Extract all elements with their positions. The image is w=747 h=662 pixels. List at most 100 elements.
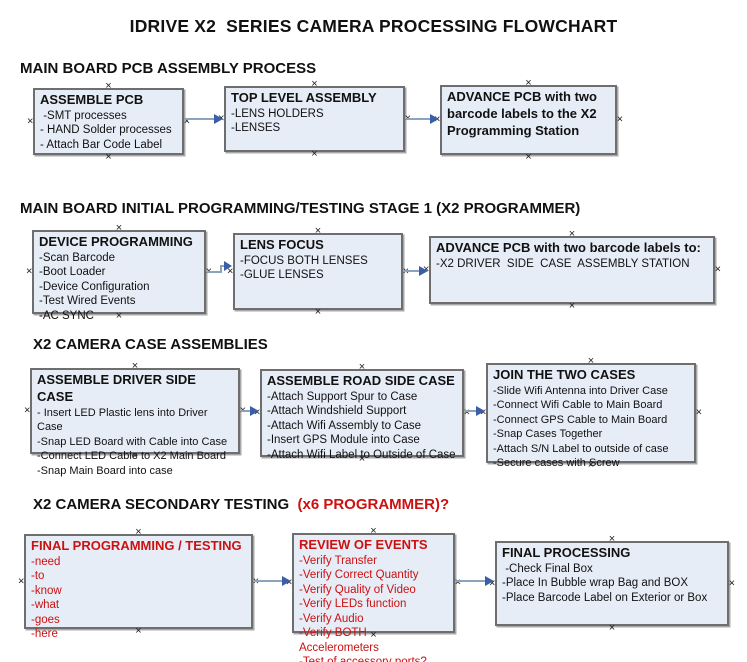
section-header-text: X2 CAMERA CASE ASSEMBLIES bbox=[33, 336, 268, 353]
connector-handle-right bbox=[696, 408, 702, 419]
box-item-line: -Verify LEDs function bbox=[299, 598, 407, 611]
box-item-line: - HAND Solder processes bbox=[40, 124, 172, 137]
flow-box-assemble-road-side-case: ASSEMBLE ROAD SIDE CASE -Attach Support … bbox=[260, 369, 464, 461]
flow-arrow bbox=[184, 114, 223, 124]
section-header-initial-programming: MAIN BOARD INITIAL PROGRAMMING/TESTING S… bbox=[20, 200, 580, 217]
box-item-line: -Insert GPS Module into Case bbox=[267, 434, 420, 447]
box-item-line: -Attach Windshield Support bbox=[267, 405, 407, 418]
box-items: -Attach Support Spur to Case -Attach Wind… bbox=[267, 390, 458, 463]
box-item-line: -need bbox=[31, 555, 61, 568]
box-item-line: -Attach Wifi Assembly to Case bbox=[267, 419, 422, 432]
box-item-line: -Check Final Box bbox=[502, 562, 593, 575]
box-items: - Insert LED Plastic lens into Driver Ca… bbox=[37, 406, 234, 479]
box-item-line: -Verify Correct Quantity bbox=[299, 569, 419, 582]
box-item-line: -Connect LED Cable to X2 Main Board bbox=[37, 450, 226, 463]
box-title: REVIEW OF EVENTS bbox=[299, 537, 428, 552]
box-items: -Slide Wifi Antenna into Driver Case -Con… bbox=[493, 384, 690, 471]
box-item-line: -to bbox=[31, 570, 45, 583]
box-item-line: -Verify Quality of Video bbox=[299, 583, 416, 596]
box-title: ASSEMBLE PCB bbox=[40, 92, 144, 107]
flow-box-device-programming: DEVICE PROGRAMMING -Scan Barcode -Boot Lo… bbox=[32, 230, 206, 322]
flow-arrow bbox=[241, 406, 259, 416]
box-title: LENS FOCUS bbox=[240, 237, 324, 252]
box-items: -FOCUS BOTH LENSES -GLUE LENSES bbox=[240, 254, 397, 283]
box-item-line: -LENS HOLDERS bbox=[231, 107, 324, 120]
flow-box-final-processing: FINAL PROCESSING -Check Final Box -Place … bbox=[495, 541, 729, 626]
box-item-line: -GLUE LENSES bbox=[240, 269, 324, 282]
box-item-line: -Test of accessory ports? bbox=[299, 655, 449, 662]
box-item-line: -LENSES bbox=[231, 122, 281, 135]
section-header-pcb-assembly: MAIN BOARD PCB ASSEMBLY PROCESS bbox=[20, 60, 316, 77]
connector-handle-right bbox=[729, 578, 735, 589]
connector-handle-left bbox=[27, 116, 33, 127]
flow-arrow bbox=[254, 576, 291, 586]
box-items: -Check Final Box -Place In Bubble wrap Ba… bbox=[502, 562, 723, 606]
box-item-line: -Boot Loader bbox=[39, 266, 106, 279]
page-title: IDRIVE X2 SERIES CAMERA PROCESSING FLOWC… bbox=[129, 16, 618, 36]
flow-arrow bbox=[465, 406, 485, 416]
box-title: FINAL PROCESSING bbox=[502, 545, 631, 560]
connector-handle-left bbox=[26, 267, 32, 278]
flow-box-assemble-pcb: ASSEMBLE PCB -SMT processes - HAND Solder… bbox=[33, 88, 184, 155]
connector-handle-left bbox=[18, 576, 24, 587]
flow-arrow bbox=[406, 114, 439, 124]
flow-box-final-programming-testing: FINAL PROGRAMMING / TESTING -need -to-kno… bbox=[24, 534, 253, 640]
box-item-line: -Place In Bubble wrap Bag and BOX bbox=[502, 577, 689, 590]
box-item-line: - Insert LED Plastic lens into Driver Ca… bbox=[37, 406, 211, 434]
box-item-line: -Device Configuration bbox=[39, 280, 150, 293]
section-header-case-assemblies: X2 CAMERA CASE ASSEMBLIES bbox=[33, 336, 268, 353]
connector-handle-left bbox=[24, 406, 30, 417]
box-item-line: -Scan Barcode bbox=[39, 251, 116, 264]
box-item-line: -know bbox=[31, 584, 62, 597]
box-title: JOIN THE TWO CASES bbox=[493, 367, 636, 382]
box-item-line: -what bbox=[31, 599, 60, 612]
section-header-text: MAIN BOARD PCB ASSEMBLY PROCESS bbox=[20, 60, 317, 77]
section-header-text: X2 CAMERA SECONDARY TESTING bbox=[33, 496, 294, 513]
flow-arrow bbox=[404, 266, 428, 276]
box-item-line: -Test Wired Events bbox=[39, 295, 136, 308]
box-items: -Scan Barcode -Boot Loader-Device Configu… bbox=[39, 251, 200, 324]
box-item-line: -Snap Cases Together bbox=[493, 428, 603, 441]
connector-handle-right bbox=[617, 115, 623, 126]
box-item-line: -FOCUS BOTH LENSES bbox=[240, 254, 368, 267]
box-items: -LENS HOLDERS -LENSES bbox=[231, 107, 399, 136]
flow-box-join-the-two-cases: JOIN THE TWO CASES -Slide Wifi Antenna i… bbox=[486, 363, 696, 469]
box-items: -X2 DRIVER SIDE CASE ASSEMBLY STATION bbox=[436, 257, 709, 272]
box-item-line: -Attach Support Spur to Case bbox=[267, 390, 418, 403]
section-header-red-text: (x6 PROGRAMMER)? bbox=[293, 496, 450, 513]
box-item-line: - Attach Bar Code Label bbox=[40, 138, 163, 151]
box-title: DEVICE PROGRAMMING bbox=[39, 234, 193, 249]
flow-arrow bbox=[456, 576, 494, 586]
box-items: -Verify Transfer -Verify Correct Quantity… bbox=[299, 554, 449, 662]
box-item-line: -Secure cases with Screw bbox=[493, 457, 620, 470]
flow-box-lens-focus: LENS FOCUS -FOCUS BOTH LENSES -GLUE LENSE… bbox=[233, 233, 403, 310]
box-item-line: -AC SYNC bbox=[39, 309, 94, 322]
box-item-line: -goes bbox=[31, 613, 60, 626]
flow-box-advance-pcb-driver-side: ADVANCE PCB with two barcode labels to: … bbox=[429, 236, 715, 304]
box-item-line: -Verify Transfer bbox=[299, 554, 377, 567]
box-item-line: -Verify BOTH Accelerometers bbox=[299, 627, 379, 654]
box-item-line: -Place Barcode Label on Exterior or Box bbox=[502, 591, 708, 604]
box-item-line: -Connect Wifi Cable to Main Board bbox=[493, 399, 663, 412]
box-item-line: -Verify Audio bbox=[299, 612, 364, 625]
section-header-text: MAIN BOARD INITIAL PROGRAMMING/TESTING S… bbox=[20, 200, 581, 217]
box-item-line: -here bbox=[31, 628, 58, 641]
flow-box-advance-pcb-programming-station: ADVANCE PCB with two barcode labels to t… bbox=[440, 85, 617, 155]
connector-handle-right bbox=[715, 265, 721, 276]
box-title: FINAL PROGRAMMING / TESTING bbox=[31, 538, 242, 553]
box-title: ASSEMBLE DRIVER SIDE CASE bbox=[37, 372, 200, 404]
flow-box-assemble-driver-side-case: ASSEMBLE DRIVER SIDE CASE - Insert LED P… bbox=[30, 368, 240, 477]
box-item-line: -Attach S/N Label to outside of case bbox=[493, 442, 669, 455]
box-item-line: -Snap LED Board with Cable into Case bbox=[37, 435, 228, 448]
box-items: -SMT processes - HAND Solder processes- A… bbox=[40, 109, 178, 153]
flow-arrow bbox=[207, 261, 232, 273]
box-items: -need -to-know -what-goes -here bbox=[31, 555, 247, 642]
box-item-line: -Slide Wifi Antenna into Driver Case bbox=[493, 384, 668, 397]
box-item-line: -Connect GPS Cable to Main Board bbox=[493, 413, 668, 426]
box-title: TOP LEVEL ASSEMBLY bbox=[231, 90, 377, 105]
box-item-line: -SMT processes bbox=[40, 109, 127, 122]
box-title: ADVANCE PCB with two barcode labels to: bbox=[436, 240, 701, 255]
box-item-line: -Attach Wifi Label to Outside of Case bbox=[267, 448, 456, 461]
flow-box-review-of-events: REVIEW OF EVENTS -Verify Transfer-Verify… bbox=[292, 533, 455, 662]
